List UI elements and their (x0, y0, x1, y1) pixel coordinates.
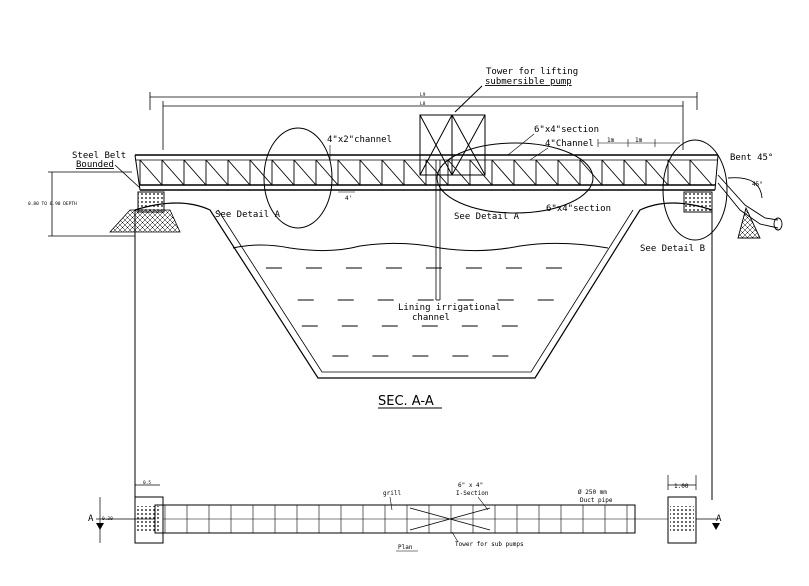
section-top-label: 6"x4"section (534, 125, 599, 135)
plan-tower (409, 507, 491, 531)
section-mark-right: A (716, 514, 722, 524)
bent-label: Bent 45° (730, 153, 773, 163)
section-title: SEC. A-A (378, 394, 434, 409)
steel-belt-label-line1: Steel Belt (72, 151, 126, 161)
channel-4-label: 4"Channel (545, 139, 594, 149)
four-label: 4' (345, 195, 352, 202)
i-section-leader (477, 496, 489, 511)
truss-diagonal (601, 159, 625, 186)
section-mark-left: A (88, 514, 94, 524)
left-height-label: 0.80 TO 0.90 DEPTH (28, 201, 77, 207)
bent-pipe (717, 174, 783, 239)
section-arrow-right (712, 523, 720, 530)
i-section-label-line2: I-Section (456, 490, 489, 497)
section-top-leader (507, 133, 535, 156)
plan-grating-cells (164, 505, 628, 533)
lining-label-line2: channel (412, 313, 450, 323)
dim-1m-a: 1m (607, 137, 615, 144)
truss-diagonal (249, 159, 273, 186)
truss-diagonal (359, 159, 383, 186)
dim-1m-b: 1m (635, 137, 643, 144)
left-support (109, 191, 181, 233)
dim-1m (597, 139, 680, 147)
truss-diagonal (535, 159, 559, 186)
truss-diagonal (557, 159, 581, 186)
truss-diagonal (447, 159, 471, 186)
see-detail-a-mid: See Detail A (454, 212, 520, 222)
truss-diagonal (689, 159, 713, 186)
tower-sub-label: Tower for sub pumps (455, 541, 524, 548)
water-surface (232, 242, 609, 252)
left-height-dimension (48, 171, 135, 237)
truss-diagonal (469, 159, 493, 186)
steel-belt-label-line2: Bounded (76, 160, 114, 170)
truss-diagonal (667, 159, 691, 186)
grill-leader (389, 496, 393, 511)
truss-diagonal (161, 159, 185, 186)
angle-label: 45° (752, 181, 763, 188)
dim-outer-label: L9 (420, 92, 426, 98)
truss-diagonal (623, 159, 647, 186)
section-arrow-left (96, 523, 104, 530)
section-view: L9 L8 Tower for lifting submersible pump (28, 67, 783, 500)
truss-diagonal (271, 159, 295, 186)
truss-diagonal (183, 159, 207, 186)
grill-label: grill (383, 490, 401, 497)
left-side-dim: 0.30 (102, 516, 113, 522)
tower-label-line2: submersible pump (485, 77, 572, 87)
dim-right: 1.00 (674, 483, 689, 490)
i-section-label-line1: 6" x 4" (458, 482, 483, 489)
truss-diagonal (425, 159, 449, 186)
canal-section (134, 202, 713, 500)
dimension-lines-top (149, 92, 698, 150)
truss-diagonal (337, 159, 361, 186)
detail-circles (263, 127, 728, 241)
truss-diagonal (205, 159, 229, 186)
plan-title: Plan (398, 544, 413, 551)
right-support (683, 191, 713, 213)
plan-view: A A 0.30 0.5 1.00 grill 6" x 4" I-Sectio… (88, 475, 722, 552)
steel-belt-leader (114, 164, 141, 189)
plan-dims (96, 475, 718, 543)
truss-diagonal (227, 159, 251, 186)
see-detail-a-left: See Detail A (215, 210, 281, 220)
dim-inner-label: L8 (420, 101, 426, 107)
lining-label-line1: Lining irrigational (398, 303, 501, 313)
truss-diagonal (491, 159, 515, 186)
truss-diagonal (579, 159, 603, 186)
truss-diagonal (293, 159, 317, 186)
pump-pipe (435, 160, 441, 301)
channel-top-label: 4"x2"channel (327, 135, 392, 145)
truss-diagonal (139, 159, 163, 186)
truss-diagonal (403, 159, 427, 186)
see-detail-b: See Detail B (640, 244, 705, 254)
dim-left-small: 0.5 (143, 480, 151, 486)
channel-4-leader (529, 147, 549, 161)
plan-right-block (670, 506, 694, 532)
water-dashes (265, 267, 562, 357)
truss-diagonal (315, 159, 339, 186)
duct-label-line1: Ø 250 mm (578, 489, 607, 496)
tower-label-line1: Tower for lifting (486, 67, 578, 77)
truss-bridge (134, 154, 719, 191)
tower-sub-leader (451, 531, 459, 543)
pump-tower (419, 85, 486, 176)
truss-diagonal (381, 159, 405, 186)
truss-diagonal (645, 159, 669, 186)
duct-label-line2: Duct pipe (580, 497, 613, 504)
truss-diagonal (513, 159, 537, 186)
section-bottom-label: 6"x4"section (546, 204, 611, 214)
